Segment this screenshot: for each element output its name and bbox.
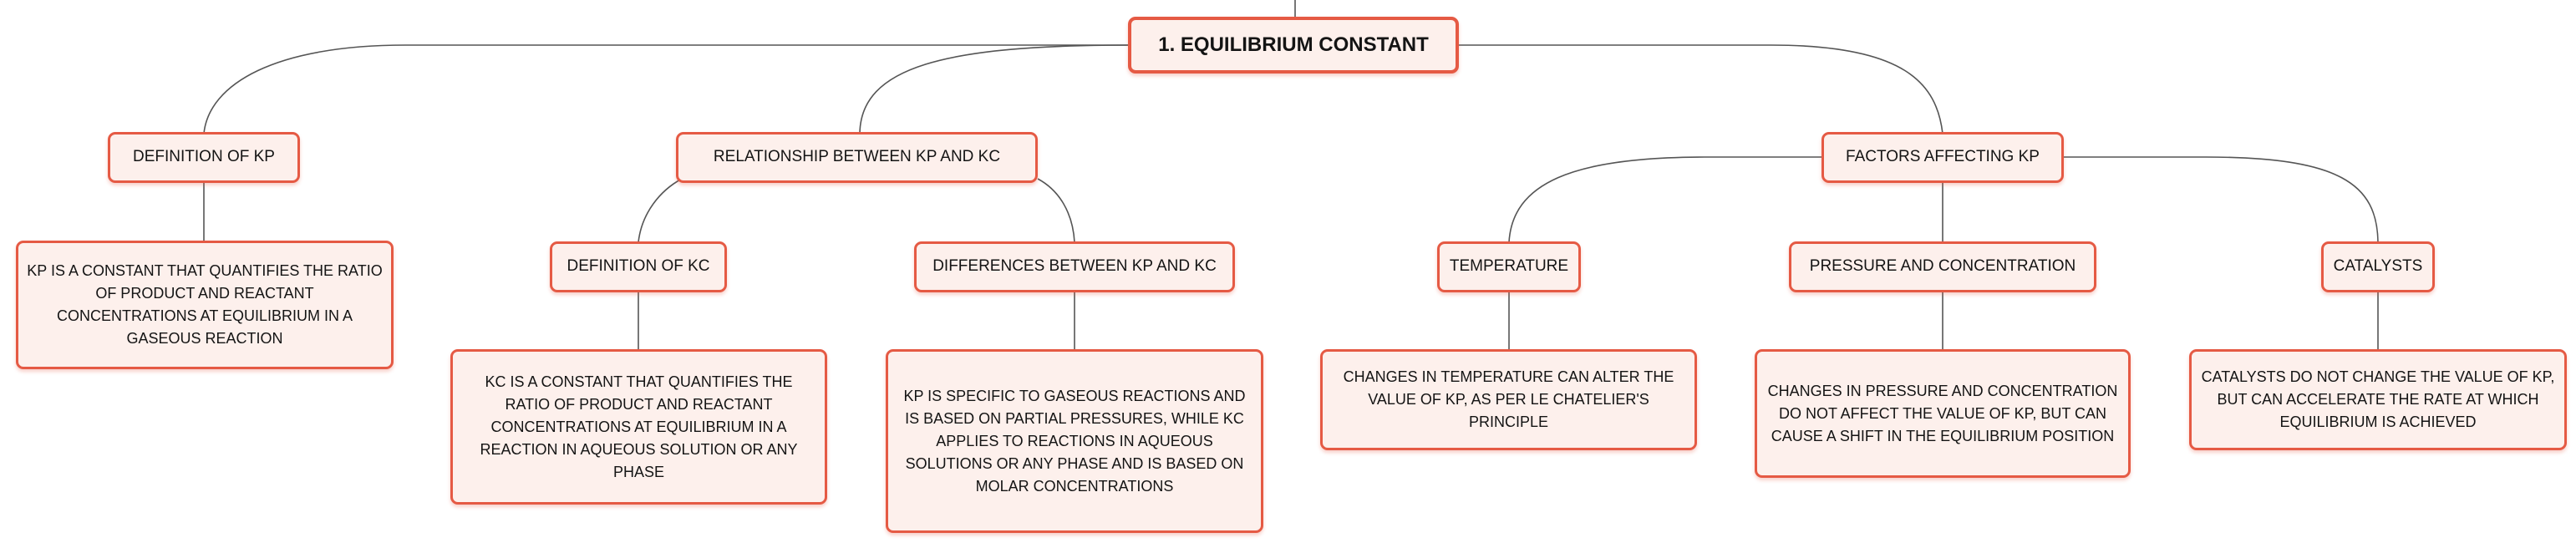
root-node[interactable]: 1. EQUILIBRIUM CONSTANT <box>1128 17 1459 74</box>
node-pressure-concentration[interactable]: PRESSURE AND CONCENTRATION <box>1789 241 2096 292</box>
connector-root-to-factors <box>1459 44 1943 134</box>
node-catalysts[interactable]: CATALYSTS <box>2321 241 2435 292</box>
detail-kp-definition[interactable]: KP IS A CONSTANT THAT QUANTIFIES THE RAT… <box>16 241 394 369</box>
detail-catalysts[interactable]: CATALYSTS DO NOT CHANGE THE VALUE OF KP,… <box>2189 349 2567 450</box>
detail-kp-kc-differences[interactable]: KP IS SPECIFIC TO GASEOUS REACTIONS AND … <box>886 349 1263 533</box>
connector-factors-to-catalysts <box>2064 156 2379 243</box>
connector-factors-to-temperature <box>1508 156 1823 243</box>
node-kc-definition[interactable]: DEFINITION OF KC <box>550 241 727 292</box>
connector-root-to-kp-definition <box>203 44 1130 134</box>
branch-kp-definition[interactable]: DEFINITION OF KP <box>108 132 300 183</box>
node-kp-kc-differences[interactable]: DIFFERENCES BETWEEN KP AND KC <box>914 241 1235 292</box>
detail-temperature[interactable]: CHANGES IN TEMPERATURE CAN ALTER THE VAL… <box>1320 349 1697 450</box>
connector-root-to-relationship <box>859 44 1130 134</box>
detail-kc-definition[interactable]: KC IS A CONSTANT THAT QUANTIFIES THE RAT… <box>450 349 827 505</box>
node-temperature[interactable]: TEMPERATURE <box>1437 241 1581 292</box>
branch-factors-affecting-kp[interactable]: FACTORS AFFECTING KP <box>1821 132 2064 183</box>
detail-pressure-concentration[interactable]: CHANGES IN PRESSURE AND CONCENTRATION DO… <box>1755 349 2131 478</box>
connector-relationship-to-kc-def <box>638 178 683 243</box>
connector-relationship-to-differences <box>1037 178 1075 243</box>
branch-kp-kc-relationship[interactable]: RELATIONSHIP BETWEEN KP AND KC <box>676 132 1038 183</box>
